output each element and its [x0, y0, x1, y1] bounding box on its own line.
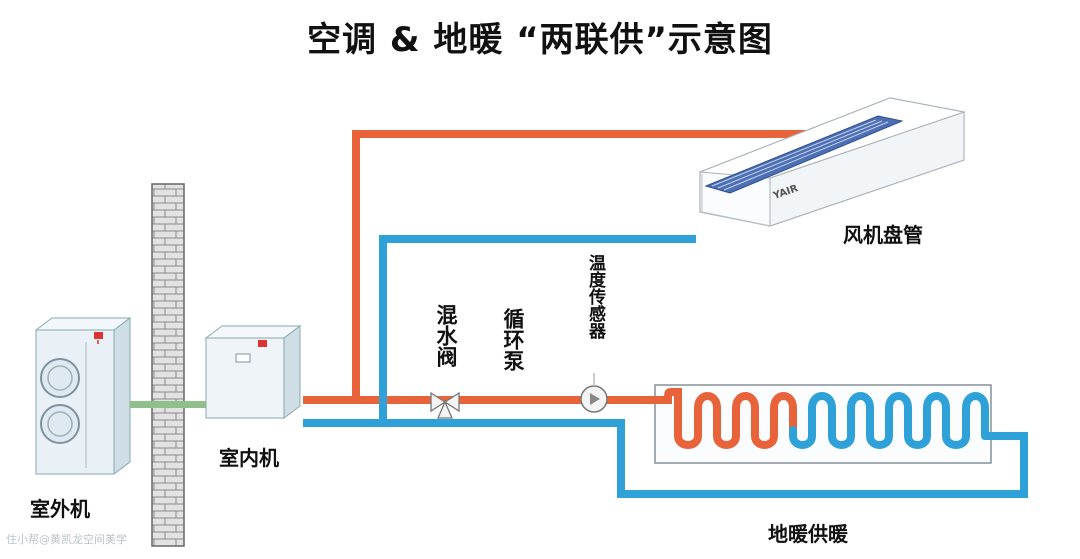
mixing-valve-symbol — [430, 391, 460, 419]
return-pipe — [303, 235, 1028, 498]
label-floor-heating: 地暖供暖 — [768, 522, 848, 546]
refrigerant-line — [130, 401, 208, 408]
outdoor-unit — [34, 317, 132, 475]
indoor-unit — [204, 325, 302, 419]
label-temperature-sensor: 温度传感器 — [585, 254, 605, 339]
label-fan-coil: 风机盘管 — [843, 223, 923, 247]
watermark: 住小帮@黄凯龙空间美学 — [6, 533, 127, 546]
label-indoor-unit: 室内机 — [219, 446, 279, 470]
diagram-title: 空调 & 地暖 “两联供”示意图 — [307, 20, 773, 60]
sensor-pump-symbol — [580, 373, 608, 413]
fan-coil-unit — [699, 97, 966, 227]
label-outdoor-unit: 室外机 — [30, 497, 90, 521]
brick-wall — [151, 183, 185, 547]
label-circulation-pump: 循环泵 — [501, 308, 525, 371]
heating-coil — [661, 388, 989, 449]
supply-pipe — [303, 130, 840, 404]
label-mixing-valve: 混水阀 — [434, 304, 458, 367]
